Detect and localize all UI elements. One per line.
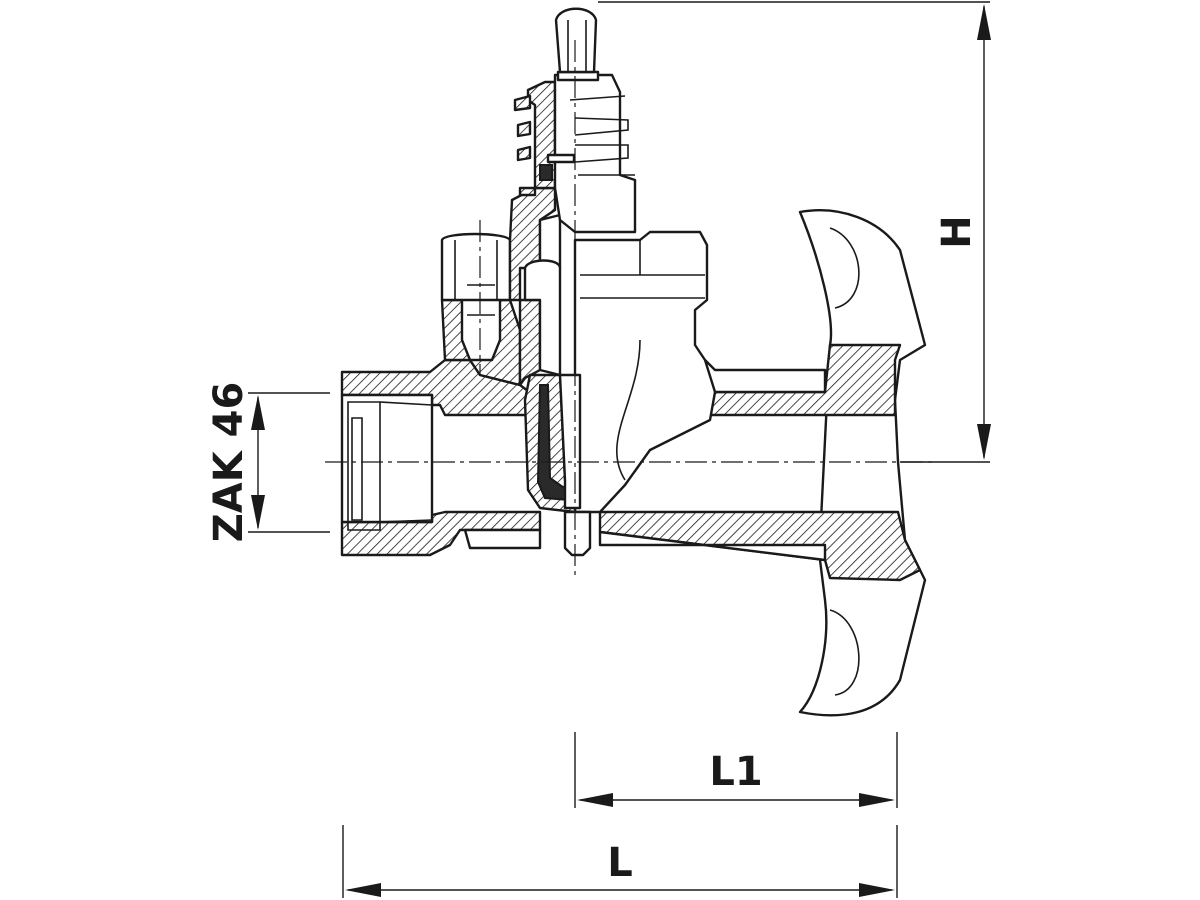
dimension-l1: L1 bbox=[574, 732, 898, 808]
saddle-clamp bbox=[798, 209, 927, 717]
total-length-label: L bbox=[607, 840, 633, 886]
inlet-dimension-label: ZAK 46 bbox=[206, 382, 252, 543]
dimension-l: L bbox=[342, 825, 898, 898]
inlet-socket bbox=[340, 393, 434, 531]
valve-bonnet bbox=[573, 230, 717, 514]
dimension-zak: ZAK 46 bbox=[206, 382, 330, 543]
height-dimension-label: H bbox=[934, 215, 980, 248]
dimension-h: H bbox=[598, 1, 991, 463]
partial-length-label: L1 bbox=[709, 749, 762, 795]
pipe-lower-wall bbox=[340, 510, 922, 582]
bolt-housing bbox=[440, 232, 522, 387]
centerlines bbox=[325, 40, 935, 575]
